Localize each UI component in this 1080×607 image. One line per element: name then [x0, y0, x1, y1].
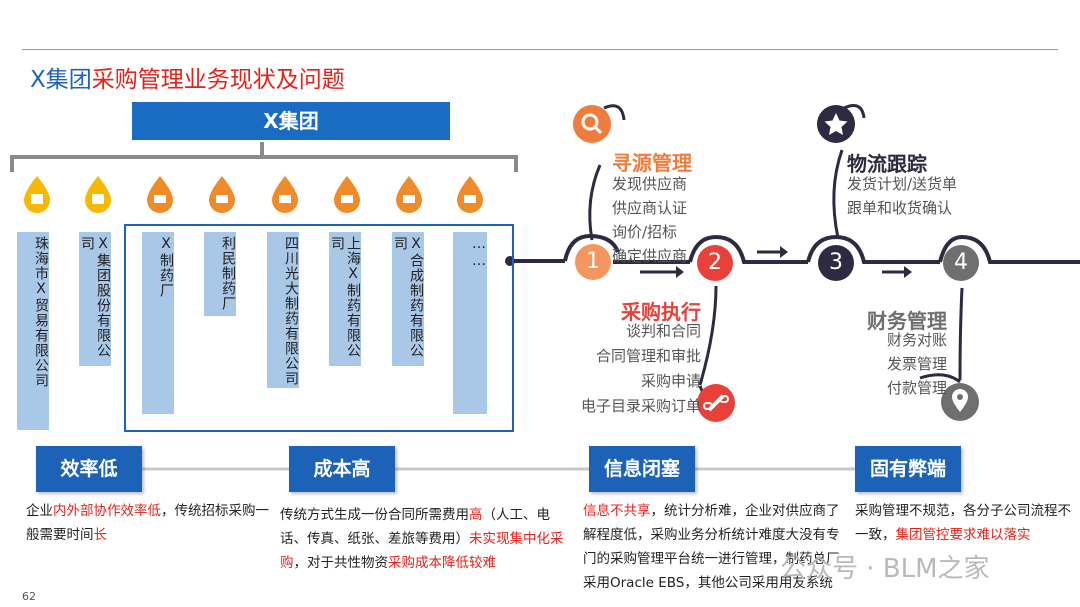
factory-icon: [334, 176, 360, 213]
factory-icon: [272, 176, 298, 213]
subsidiary-label: 四川光大制药有限公司: [267, 232, 299, 388]
page-title: X集团采购管理业务现状及问题: [30, 67, 345, 93]
finance-item: 发票管理: [886, 355, 947, 373]
purchase-item: 采购申请: [640, 372, 701, 390]
highlight-text: 长: [93, 527, 108, 543]
building-icon: [85, 176, 111, 213]
problem-label-inherent: 固有弊端: [855, 446, 961, 492]
desc-text: 采购管理不规范，各分子公司流程不一致，: [855, 503, 1071, 543]
desc-text: 传统方式生成一份合同所需费用: [280, 507, 469, 523]
highlight-text: 采购成本降低较难: [388, 555, 496, 571]
watermark: 公众号 · BLM之家: [780, 554, 990, 584]
finance-item: 付款管理: [886, 379, 947, 397]
purchase-item: 电子目录采购订单: [580, 397, 701, 415]
building-icon: [24, 176, 50, 213]
factory-group-frame: [124, 224, 514, 432]
subsidiary-label: X合成制药有限公司: [392, 232, 424, 366]
problem-desc: 企业内外部协作效率低，传统招标采购一般需要时间长: [26, 499, 274, 547]
factory-icon: [209, 176, 235, 213]
star-icon: [817, 105, 855, 143]
problem-desc: 传统方式生成一份合同所需费用高（人工、电话、传真、纸张、差旅等费用）未实现集中化…: [280, 503, 570, 575]
link-icon: [697, 384, 735, 422]
subsidiary-label: 利民制药厂: [204, 232, 236, 316]
desc-text: ，对于共性物资: [293, 555, 389, 571]
highlight-text: 信息不共享: [583, 503, 651, 519]
logistics-title: 物流跟踪: [847, 152, 927, 176]
highlight-text: 高: [469, 507, 483, 523]
highlight-text: 集团管控要求难以落实: [895, 527, 1031, 543]
sourcing-item: 发现供应商: [612, 175, 688, 193]
desc-text: ，统计分析难，企业对供应商了解程度低，采购业务分析统计难度大没有专门的采购管理平…: [583, 503, 840, 591]
step-4-circle: 4: [943, 245, 979, 281]
logistics-item: 发货计划/送货单: [847, 175, 958, 193]
problem-desc: 信息不共享，统计分析难，企业对供应商了解程度低，采购业务分析统计难度大没有专门的…: [583, 499, 845, 595]
finance-item: 财务对账: [886, 331, 947, 349]
factory-icon: [457, 176, 483, 213]
problem-label-information: 信息闭塞: [589, 446, 695, 492]
subsidiary-label: X集团股份有限公司: [79, 232, 111, 366]
location-pin-icon: [941, 383, 979, 421]
sourcing-item: 询价/招标: [612, 223, 678, 241]
purchase-item: 谈判和合同: [625, 322, 701, 340]
page-number: 62: [22, 590, 36, 603]
desc-text: （人工、电话、传真、纸张、差旅等费用）: [280, 507, 550, 547]
factory-icon: [147, 176, 173, 213]
subsidiary-label: 珠海市X贸易有限公司: [17, 232, 49, 430]
highlight-text: 未实现集中化采购: [280, 531, 564, 571]
subsidiary-label: X制药厂: [142, 232, 174, 414]
search-icon: [573, 105, 611, 143]
step-2-circle: 2: [697, 245, 733, 281]
sourcing-item: 确定供应商: [612, 247, 688, 265]
highlight-text: 内外部协作效率低: [53, 503, 161, 519]
stage-icons: [573, 105, 979, 422]
desc-text: ，传统招标采购一般需要时间: [26, 503, 269, 543]
sourcing-title: 寻源管理: [612, 151, 692, 175]
subsidiary-label: 上海X制药有限公司: [329, 232, 361, 366]
sourcing-item: 供应商认证: [612, 199, 688, 217]
problem-desc: 采购管理不规范，各分子公司流程不一致，集团管控要求难以落实: [855, 499, 1071, 547]
problem-label-efficiency: 效率低: [36, 446, 142, 492]
desc-text: 企业: [26, 503, 53, 519]
drop-icons: [24, 176, 483, 213]
group-label: X集团: [132, 102, 450, 140]
top-divider: [22, 49, 1058, 50]
factory-icon: [396, 176, 422, 213]
logistics-item: 跟单和收货确认: [847, 199, 953, 217]
purchase-title: 采购执行: [621, 300, 701, 324]
step-1-circle: 1: [575, 244, 611, 280]
step-3-circle: 3: [818, 245, 854, 281]
problem-label-cost: 成本高: [289, 446, 395, 492]
subsidiary-label: ……: [453, 232, 487, 414]
finance-title: 财务管理: [867, 309, 947, 333]
purchase-item: 合同管理和审批: [595, 347, 701, 365]
